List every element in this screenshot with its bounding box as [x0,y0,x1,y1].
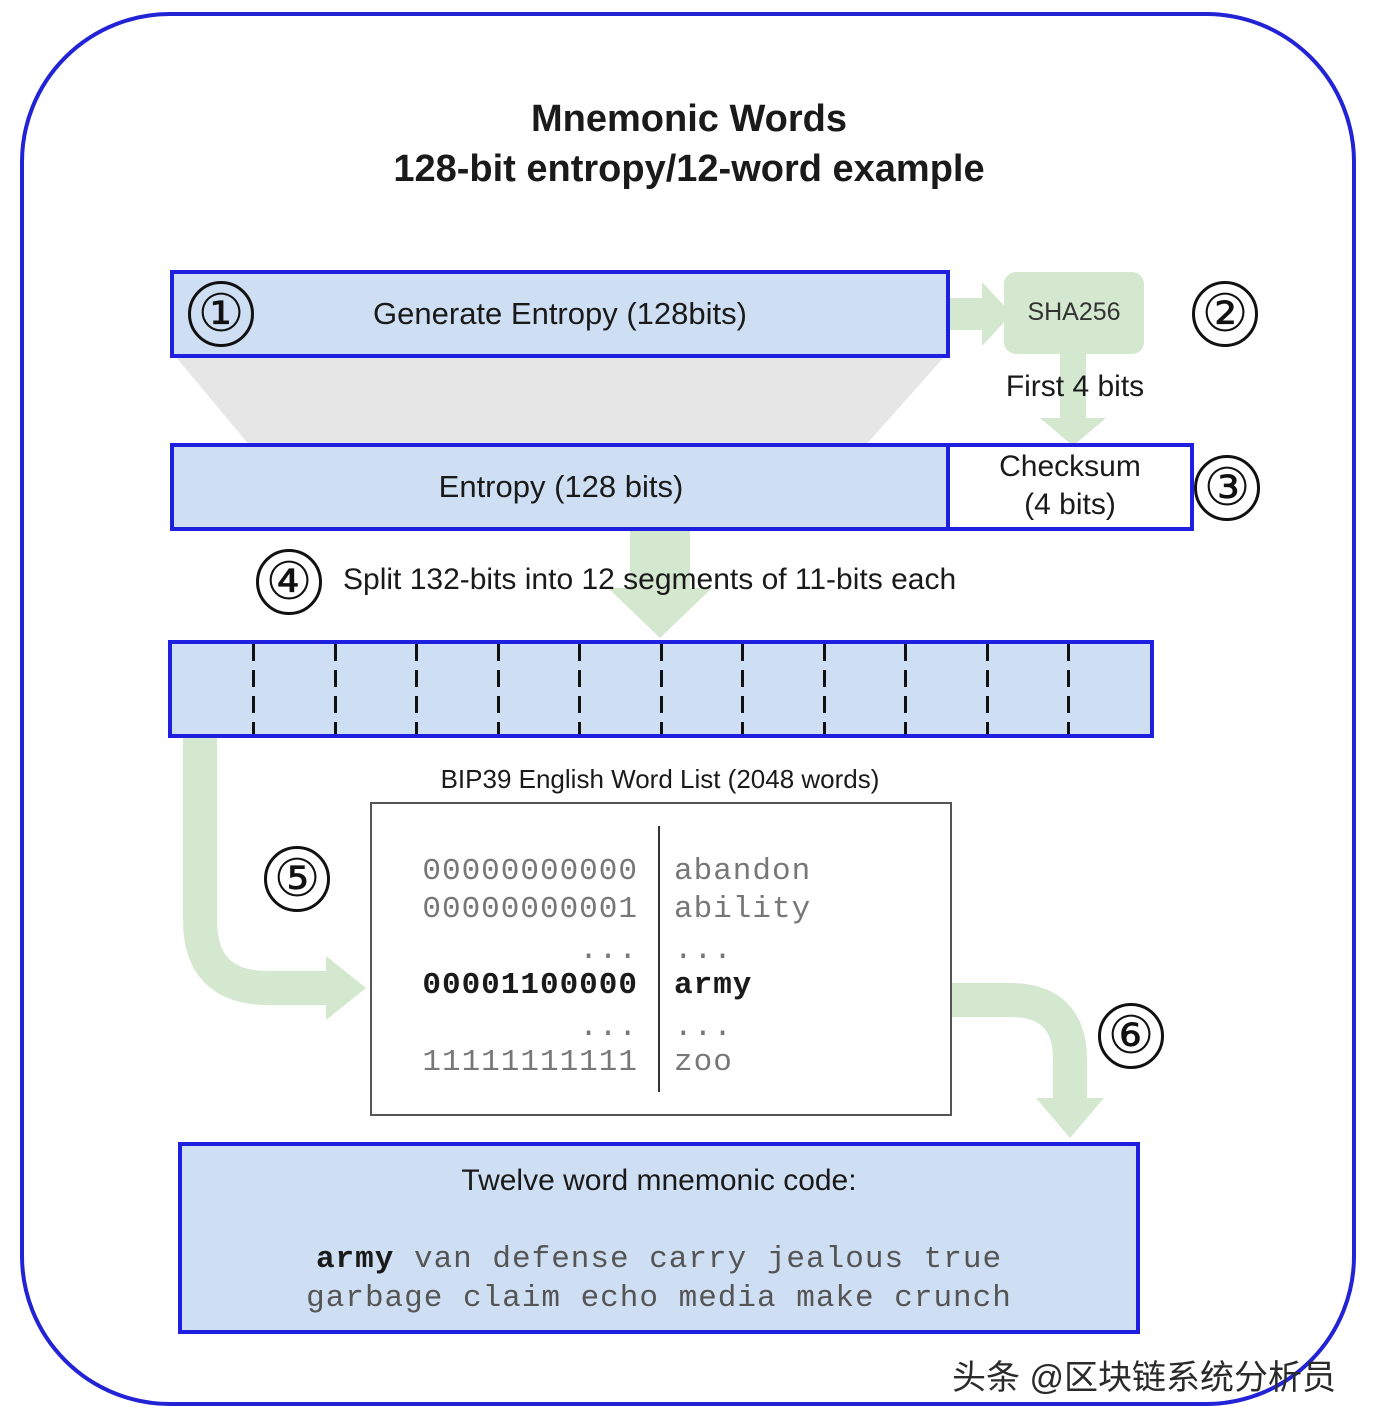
wordlist-bits: ... [579,1010,638,1045]
wordlist-word: ... [674,1010,733,1045]
step-6-marker: ⑥ [1098,1003,1164,1069]
sha256-label: SHA256 [1027,298,1121,326]
segment-divider [496,644,500,734]
mnemonic-first-word: army [315,1242,395,1277]
entropy-label: Entropy (128 bits) [438,469,684,504]
segment-divider [822,644,826,734]
segment-divider [333,644,337,734]
arrow-entropy-to-segments [608,528,712,638]
first-4-bits-label: First 4 bits [1005,370,1145,403]
wordlist-title: BIP39 English Word List (2048 words) [440,764,880,794]
wordlist-word: zoo [674,1045,733,1080]
wordlist-word: abandon [674,854,812,889]
arrow-segments-to-wordlist [183,736,330,1005]
segment-divider [659,644,663,734]
checksum-line-1: Checksum [999,450,1141,483]
segment-divider [415,644,418,734]
wordlist-bits: ... [579,933,638,968]
wordlist-word: army [674,968,753,1003]
generate-entropy-label: Generate Entropy (128bits) [373,296,747,331]
watermark: 头条 @区块链系统分析员 [952,1359,1336,1397]
diagram-subtitle: 128-bit entropy/12-word example [393,148,985,190]
wordlist-divider [658,826,660,1092]
entropy-box [170,443,952,531]
outer-frame [20,12,1356,1406]
segment-divider [1067,644,1070,734]
arrow-to-sha256 [948,282,1012,346]
mnemonic-line-1-rest: van defense carry jealous true [413,1242,1003,1277]
step-5-marker: ⑤ [264,846,330,912]
step-4-marker: ④ [256,549,322,615]
segment-divider [904,644,907,734]
arrow-sha256-to-checksum [1040,352,1106,446]
generate-entropy-box [170,270,950,358]
wordlist-word: ... [674,933,733,968]
wordlist-bits: 00000000000 [422,854,638,889]
wordlist-box [370,802,952,1116]
funnel-shape [175,356,945,446]
wordlist-word: ability [674,892,812,927]
diagram-title: Mnemonic Words [531,98,847,140]
mnemonic-box [178,1142,1140,1334]
step-2-marker: ② [1192,281,1258,347]
step-1-marker: ① [188,281,254,347]
mnemonic-line-2: garbage claim echo media make crunch [306,1281,1012,1316]
segment-divider [985,644,989,734]
mnemonic-heading: Twelve word mnemonic code: [461,1164,857,1197]
wordlist-bits: 00001100000 [422,968,638,1003]
arrow-wordlist-to-mnemonic [952,983,1087,1100]
segment-divider [578,644,581,734]
mnemonic-line-1: army van defense carry jealous true [178,1242,1140,1277]
segments-bar [168,640,1154,738]
sha256-box [1004,272,1144,354]
step-3-marker: ③ [1194,455,1260,521]
wordlist-bits: 00000000001 [422,892,638,927]
checksum-line-2: (4 bits) [1024,488,1116,521]
wordlist-bits: 11111111111 [422,1045,638,1080]
segment-divider [252,644,255,734]
split-label: Split 132-bits into 12 segments of 11-bi… [343,563,957,596]
segment-divider [741,644,744,734]
checksum-box [946,443,1194,531]
